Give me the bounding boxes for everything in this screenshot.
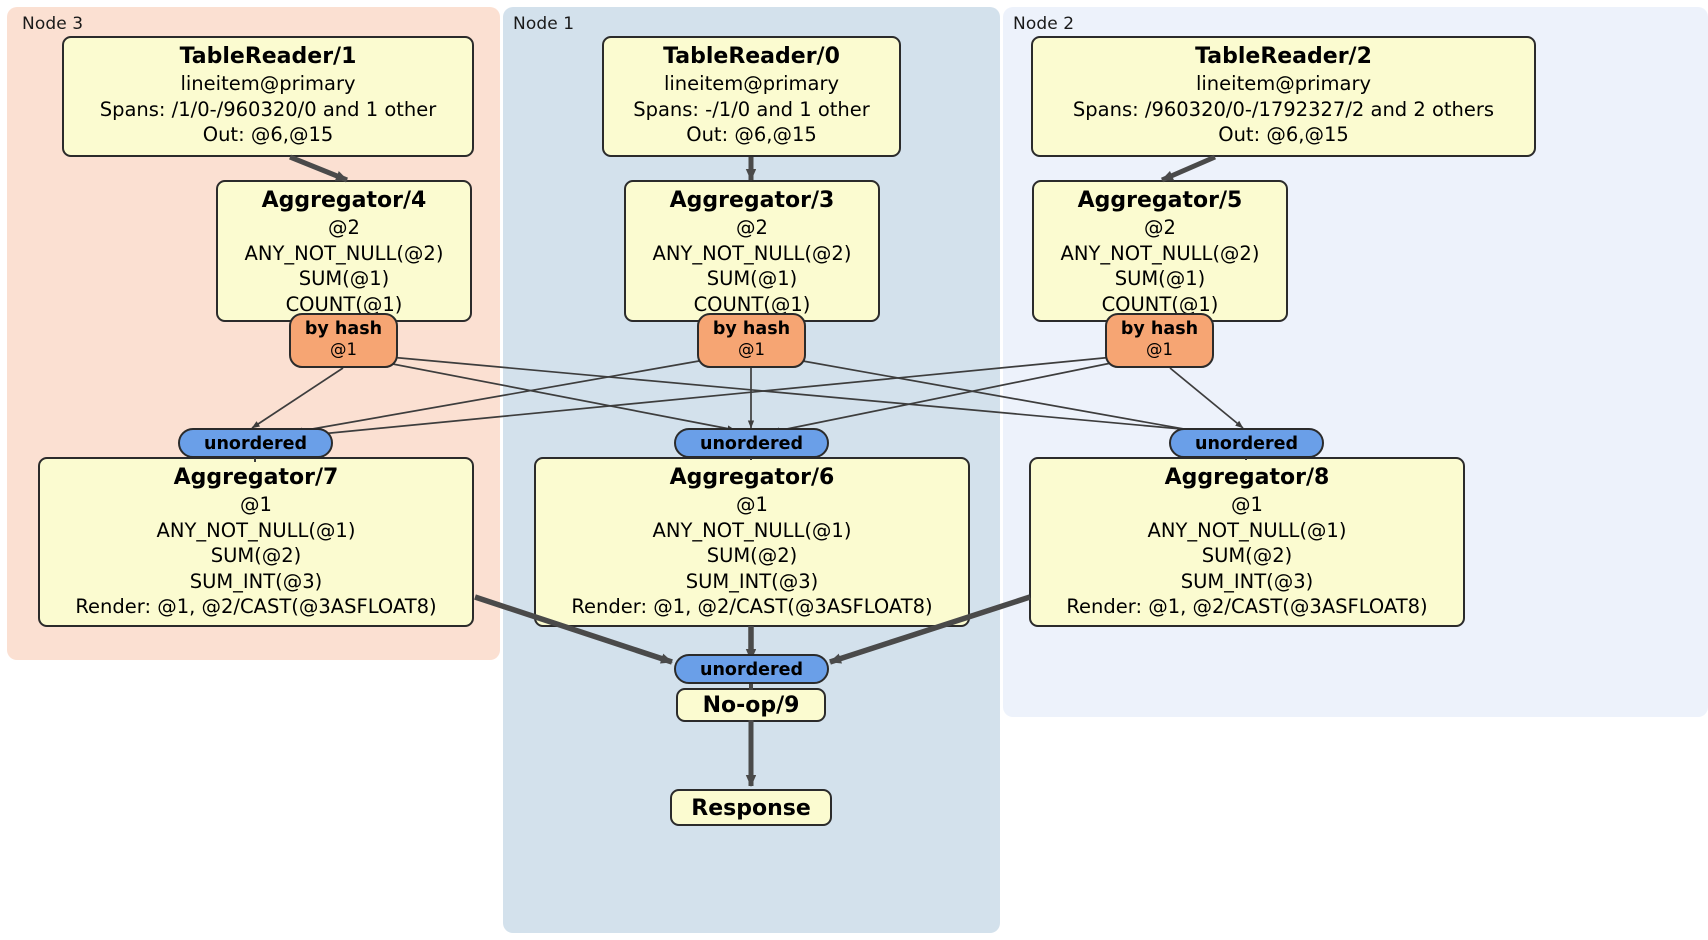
hash-router-column: @1 [738, 340, 765, 359]
hash-router-mid[interactable]: by hash @1 [697, 313, 806, 368]
processor-line: @1 [1231, 493, 1263, 516]
processor-line: lineitem@primary [180, 72, 356, 95]
processor-line: Out: @6,@15 [686, 123, 817, 146]
processor-aggregator-3[interactable]: Aggregator/3 @2 ANY_NOT_NULL(@2) SUM(@1)… [624, 180, 880, 322]
processor-line: ANY_NOT_NULL(@1) [652, 518, 852, 542]
processor-title: Aggregator/4 [261, 188, 427, 213]
hash-router-label: by hash [304, 319, 383, 339]
processor-line: ANY_NOT_NULL(@2) [1060, 241, 1260, 265]
processor-line: SUM(@1) [706, 267, 798, 290]
processor-line: @1 [736, 493, 768, 516]
node-label-node2: Node 2 [1013, 14, 1075, 34]
processor-line: Render: @1, @2/CAST(@3ASFLOAT8) [75, 595, 437, 618]
processor-aggregator-7[interactable]: Aggregator/7 @1 ANY_NOT_NULL(@1) SUM(@2)… [38, 457, 474, 627]
hash-router-right[interactable]: by hash @1 [1105, 313, 1214, 368]
processor-line: Spans: /1/0-/960320/0 and 1 other [99, 97, 437, 121]
processor-line: SUM_INT(@3) [1180, 569, 1314, 593]
processor-line: Out: @6,@15 [202, 123, 334, 146]
node-label-node1: Node 1 [513, 14, 575, 34]
processor-line: ANY_NOT_NULL(@2) [652, 241, 852, 265]
processor-title: Response [691, 796, 811, 821]
unordered-synchronizer-left[interactable]: unordered [178, 428, 333, 458]
processor-noop-9[interactable]: No-op/9 [676, 688, 826, 722]
processor-line: SUM_INT(@3) [189, 569, 323, 593]
processor-line: @1 [240, 493, 272, 516]
processor-title: No-op/9 [702, 693, 800, 718]
processor-table-reader-2[interactable]: TableReader/2 lineitem@primary Spans: /9… [1031, 36, 1536, 157]
processor-title: Aggregator/3 [669, 188, 835, 213]
processor-title: Aggregator/7 [173, 465, 339, 490]
unordered-synchronizer-right[interactable]: unordered [1169, 428, 1324, 458]
processor-line: @2 [736, 216, 768, 239]
processor-title: TableReader/2 [1195, 44, 1372, 69]
processor-aggregator-5[interactable]: Aggregator/5 @2 ANY_NOT_NULL(@2) SUM(@1)… [1032, 180, 1288, 322]
unordered-synchronizer-final[interactable]: unordered [674, 654, 829, 684]
hash-router-label: by hash [1120, 319, 1199, 339]
hash-router-column: @1 [330, 340, 357, 359]
processor-line: COUNT(@1) [1101, 292, 1219, 316]
processor-line: SUM(@2) [210, 544, 302, 567]
processor-table-reader-0[interactable]: TableReader/0 lineitem@primary Spans: -/… [602, 36, 901, 157]
processor-line: SUM_INT(@3) [685, 569, 819, 593]
processor-aggregator-8[interactable]: Aggregator/8 @1 ANY_NOT_NULL(@1) SUM(@2)… [1029, 457, 1465, 627]
node-label-node3: Node 3 [22, 14, 84, 34]
processor-line: ANY_NOT_NULL(@1) [1147, 518, 1347, 542]
processor-line: SUM(@2) [706, 544, 798, 567]
processor-title: TableReader/1 [179, 44, 357, 69]
processor-line: Spans: /960320/0-/1792327/2 and 2 others [1072, 97, 1495, 121]
processor-line: @2 [328, 216, 360, 239]
processor-line: SUM(@2) [1201, 544, 1293, 567]
processor-title: Aggregator/8 [1164, 465, 1330, 490]
processor-line: SUM(@1) [298, 267, 390, 290]
hash-router-column: @1 [1146, 340, 1173, 359]
hash-router-label: by hash [712, 319, 791, 339]
processor-line: COUNT(@1) [285, 292, 403, 316]
processor-line: lineitem@primary [1195, 72, 1372, 95]
processor-line: ANY_NOT_NULL(@2) [244, 241, 444, 265]
hash-router-left[interactable]: by hash @1 [289, 313, 398, 368]
processor-line: Spans: -/1/0 and 1 other [633, 97, 870, 121]
processor-line: COUNT(@1) [693, 292, 811, 316]
processor-aggregator-4[interactable]: Aggregator/4 @2 ANY_NOT_NULL(@2) SUM(@1)… [216, 180, 472, 322]
processor-aggregator-6[interactable]: Aggregator/6 @1 ANY_NOT_NULL(@1) SUM(@2)… [534, 457, 970, 627]
processor-line: SUM(@1) [1114, 267, 1206, 290]
processor-response[interactable]: Response [670, 789, 832, 826]
processor-title: TableReader/0 [663, 44, 840, 69]
processor-title: Aggregator/5 [1077, 188, 1243, 213]
processor-table-reader-1[interactable]: TableReader/1 lineitem@primary Spans: /1… [62, 36, 474, 157]
processor-line: lineitem@primary [663, 72, 840, 95]
processor-line: Render: @1, @2/CAST(@3ASFLOAT8) [1066, 595, 1428, 618]
processor-line: @2 [1144, 216, 1176, 239]
processor-line: Out: @6,@15 [1218, 123, 1349, 146]
unordered-synchronizer-mid[interactable]: unordered [674, 428, 829, 458]
processor-line: ANY_NOT_NULL(@1) [156, 518, 356, 542]
processor-line: Render: @1, @2/CAST(@3ASFLOAT8) [571, 595, 933, 618]
processor-title: Aggregator/6 [669, 465, 835, 490]
